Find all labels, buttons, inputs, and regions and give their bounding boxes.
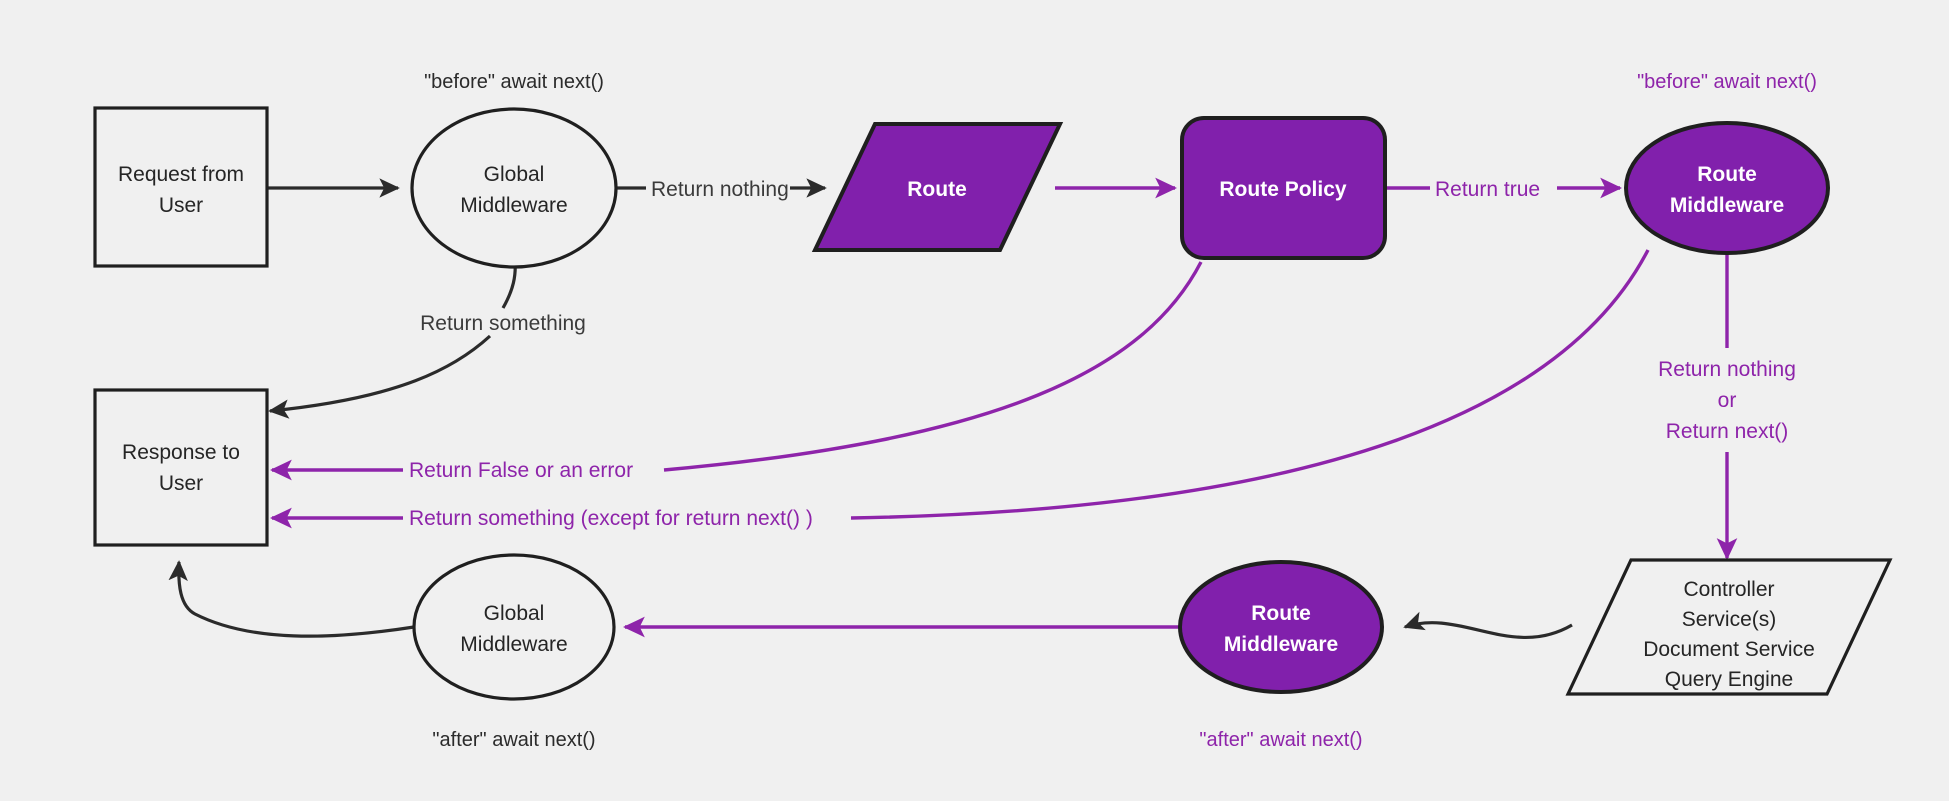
- edge-controller-to-route-middleware-bottom: [1403, 611, 1573, 640]
- node-global-middleware-top-line2: Middleware: [460, 194, 567, 217]
- node-global-middleware-top-line1: Global: [484, 163, 545, 186]
- node-response-line1: Response to: [122, 441, 240, 464]
- edge-label-return-nothing-or-next-line2: or: [1718, 389, 1737, 412]
- node-route-policy[interactable]: Route Policy: [1180, 116, 1387, 260]
- node-global-middleware-bottom[interactable]: Global Middleware: [412, 553, 616, 701]
- node-controller-services[interactable]: Controller Service(s) Document Service Q…: [1565, 558, 1893, 696]
- node-controller-line1: Controller: [1683, 578, 1774, 601]
- annotation-after-await-next-middle: "after" await next(): [1199, 729, 1362, 751]
- edge-label-return-nothing-or-next-line1: Return nothing: [1658, 358, 1796, 381]
- edge-label-return-something-except: Return something (except for return next…: [409, 507, 813, 530]
- node-response-to-user[interactable]: Response to User: [93, 388, 269, 547]
- edge-global-middleware-bottom-to-response: [168, 560, 415, 638]
- edge-label-return-nothing: Return nothing: [651, 178, 789, 201]
- node-request-from-user[interactable]: Request from User: [93, 106, 269, 268]
- edge-label-return-something: Return something: [420, 312, 586, 335]
- node-request-line2: User: [159, 194, 203, 217]
- annotation-before-await-next-right: "before" await next(): [1637, 71, 1817, 93]
- node-route-policy-label: Route Policy: [1219, 178, 1347, 201]
- node-route-middleware-top[interactable]: Route Middleware: [1624, 121, 1830, 255]
- edge-route-policy-return-false-curve: [663, 261, 1203, 472]
- node-route-middleware-top-line2: Middleware: [1670, 194, 1784, 217]
- edge-route-middleware-return-something-curve: [850, 249, 1650, 520]
- annotation-after-await-next-left: "after" await next(): [432, 729, 595, 751]
- node-route-middleware-bottom-line1: Route: [1251, 602, 1311, 625]
- edge-global-middleware-return-something-lower: [268, 334, 492, 419]
- node-global-middleware-bottom-line1: Global: [484, 602, 545, 625]
- node-response-line2: User: [159, 472, 203, 495]
- edge-label-return-nothing-or-next-line3: Return next(): [1666, 420, 1789, 443]
- node-global-middleware-top[interactable]: Global Middleware: [410, 107, 618, 269]
- node-route-middleware-top-line1: Route: [1697, 163, 1757, 186]
- node-controller-line2: Service(s): [1682, 608, 1777, 631]
- node-request-line1: Request from: [118, 163, 244, 186]
- node-route-middleware-bottom[interactable]: Route Middleware: [1178, 560, 1384, 694]
- node-global-middleware-bottom-line2: Middleware: [460, 633, 567, 656]
- node-route-label: Route: [907, 178, 967, 201]
- edge-label-return-true: Return true: [1435, 178, 1540, 201]
- node-route-middleware-bottom-line2: Middleware: [1224, 633, 1338, 656]
- annotation-before-await-next-left: "before" await next(): [424, 71, 604, 93]
- node-controller-line4: Query Engine: [1665, 668, 1793, 691]
- node-route[interactable]: Route: [811, 122, 1064, 252]
- edge-label-return-false-or-error: Return False or an error: [409, 459, 633, 482]
- node-controller-line3: Document Service: [1643, 638, 1815, 661]
